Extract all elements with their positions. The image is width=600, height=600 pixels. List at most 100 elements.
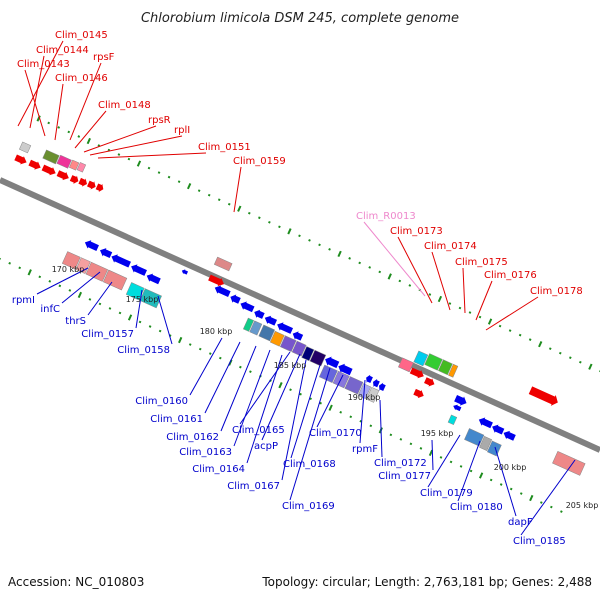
- gene-arrow: [14, 154, 27, 165]
- outer-tick: [437, 295, 443, 303]
- inner-tick: [218, 356, 222, 360]
- inner-tick: [278, 382, 283, 389]
- gene-box: [56, 154, 72, 169]
- gene-label-rpmi: rpmI: [12, 295, 35, 306]
- gene-label-clim-0159: Clim_0159: [233, 156, 286, 167]
- outer-tick: [197, 189, 201, 192]
- gene-arrow: [146, 273, 161, 285]
- gene-arrow: [478, 417, 493, 429]
- genome-summary-text: Topology: circular; Length: 2,763,181 bp…: [261, 575, 592, 589]
- gene-box: [344, 376, 364, 395]
- inner-tick: [328, 404, 333, 411]
- inner-tick: [299, 392, 302, 396]
- outer-tick: [268, 220, 271, 224]
- gene-box: [366, 386, 380, 403]
- gene-arrow: [69, 175, 79, 184]
- inner-tick: [319, 401, 322, 405]
- gene-box: [464, 428, 485, 447]
- kbp-label: 170 kbp: [52, 265, 85, 274]
- leader-clim-0159: [233, 166, 242, 213]
- outer-tick: [458, 306, 462, 310]
- inner-tick: [439, 456, 443, 459]
- inner-tick: [88, 298, 92, 301]
- leader-clim-0169: [289, 367, 331, 501]
- leader-rpli: [89, 135, 183, 156]
- inner-tick: [409, 442, 413, 446]
- inner-tick: [359, 419, 363, 423]
- inner-tick: [509, 487, 513, 491]
- gene-arrow: [492, 424, 505, 435]
- leader-rpmf: [359, 379, 366, 444]
- outer-tick: [528, 338, 532, 341]
- gene-arrow: [277, 322, 294, 334]
- gene-track: [14, 141, 586, 476]
- gene-arrow: [181, 269, 189, 275]
- inner-tick: [68, 289, 72, 292]
- inner-tick: [339, 410, 343, 414]
- gene-label-clim-0167: Clim_0167: [227, 481, 280, 492]
- outer-tick: [538, 340, 543, 348]
- gene-label-clim-r0013: Clim_R0013: [356, 211, 416, 222]
- gene-label-clim-0145: Clim_0145: [55, 30, 108, 41]
- gene-box: [438, 359, 453, 376]
- gene-box: [301, 346, 315, 362]
- outer-tick: [448, 302, 452, 305]
- leader-clim-0143: [24, 69, 46, 137]
- outer-tick: [77, 135, 81, 138]
- gene-arrow: [87, 180, 96, 190]
- gene-box: [487, 440, 502, 457]
- gene-label-clim-0165: Clim_0165: [232, 425, 285, 436]
- leader-rpsr: [83, 125, 157, 153]
- inner-tick: [138, 320, 142, 324]
- outer-tick: [86, 137, 91, 145]
- map-title: Chlorobium limicola DSM 245, complete ge…: [141, 11, 459, 26]
- outer-tick: [337, 250, 342, 258]
- gene-label-clim-0164: Clim_0164: [192, 464, 245, 475]
- gene-arrow: [454, 394, 467, 406]
- gene-arrow: [292, 331, 304, 341]
- inner-tick: [539, 501, 543, 504]
- leader-clim-0178: [485, 296, 539, 331]
- leader-clim-0170: [316, 374, 344, 428]
- gene-label-acpp: acpP: [254, 441, 278, 452]
- kbp-label: 180 kbp: [200, 327, 233, 336]
- gene-box: [309, 349, 327, 367]
- inner-tick: [77, 291, 83, 299]
- gene-arrow: [453, 404, 462, 412]
- leader-clim-0185: [520, 459, 576, 536]
- gene-label-clim-0151: Clim_0151: [198, 142, 251, 153]
- inner-tick: [198, 347, 202, 351]
- inner-tick: [469, 469, 473, 473]
- gene-box: [139, 288, 162, 309]
- leader-clim-0179: [427, 434, 461, 488]
- outer-tick: [579, 360, 582, 364]
- gene-arrow: [28, 159, 41, 170]
- outer-tick: [57, 126, 61, 129]
- gene-label-clim-0180: Clim_0180: [450, 502, 503, 513]
- gene-label-clim-0175: Clim_0175: [455, 257, 508, 268]
- outer-tick: [308, 239, 311, 242]
- outer-tick: [368, 266, 372, 269]
- gene-box: [413, 350, 429, 367]
- gene-label-clim-0178: Clim_0178: [530, 286, 583, 297]
- gene-label-infc: infC: [40, 304, 60, 315]
- gene-label-clim-0144: Clim_0144: [36, 45, 89, 56]
- inner-tick: [8, 261, 11, 265]
- inner-tick: [108, 307, 112, 310]
- inner-tick: [158, 329, 162, 333]
- gene-label-clim-0143: Clim_0143: [17, 59, 70, 70]
- gene-label-thrs: thrS: [65, 316, 86, 327]
- inner-tick: [489, 478, 493, 482]
- outer-tick: [186, 183, 192, 190]
- gene-label-rpsr: rpsR: [148, 115, 171, 126]
- leader-clim-0161: [204, 341, 241, 414]
- leader-clim-0167: [281, 359, 307, 481]
- leader-clim-0144: [29, 55, 45, 129]
- leader-clim-0160: [189, 337, 223, 396]
- inner-tick: [399, 438, 403, 441]
- gene-box: [258, 324, 276, 342]
- gene-box: [279, 335, 297, 352]
- inner-tick: [389, 433, 393, 437]
- outer-tick: [147, 166, 151, 170]
- gene-label-rpli: rplI: [174, 125, 190, 136]
